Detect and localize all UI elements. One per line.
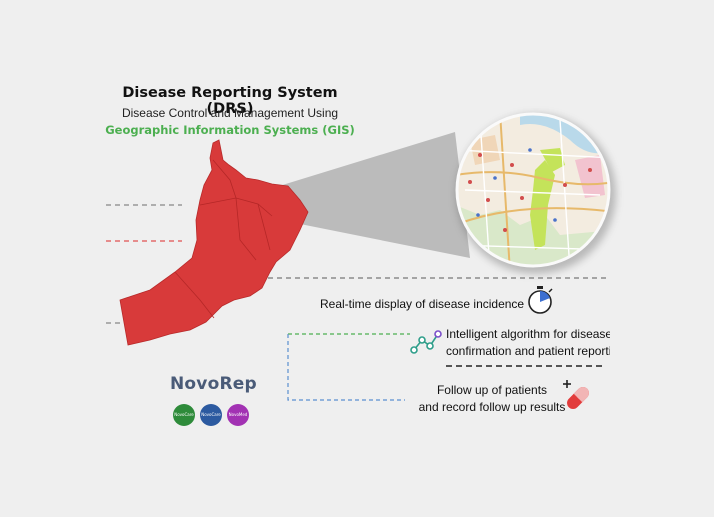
feature-followup: Follow up of patients and record follow … [412,382,572,416]
feature-followup-line1: Follow up of patients [436,383,548,397]
feature-algorithm-line1: Intelligent algorithm for disease [446,327,610,341]
feature-algorithm: Intelligent algorithm for disease confir… [446,326,610,360]
page-title: Disease Reporting System (DRS) [122,85,338,117]
feature-realtime: Real-time display of disease incidence [320,296,524,313]
feature-algorithm-line2: confirmation and patient reporting [446,344,610,358]
zoomed-city-map [457,114,609,266]
brand-badge-2: NovoCare [200,404,222,426]
magnifier-beam [240,132,470,258]
feature-realtime-text: Real-time display of disease incidence [320,297,525,311]
brand-logo: NovoRep [170,374,257,394]
pill-plus-icon [563,380,589,409]
page-subtitle: Disease Control and Management Using [121,106,339,120]
brand-badge-1: NovoCare [173,404,195,426]
page-subtitle-highlight: Geographic Information Systems (GIS) [105,123,355,137]
feature-followup-line2: and record follow up results [418,400,566,414]
brand-badge-3: NovoMed [227,404,249,426]
algorithm-nodes-icon [410,330,442,354]
connector-blue [287,334,405,401]
lens-rim [455,112,611,268]
country-map [119,139,309,346]
stopwatch-icon [528,286,553,314]
